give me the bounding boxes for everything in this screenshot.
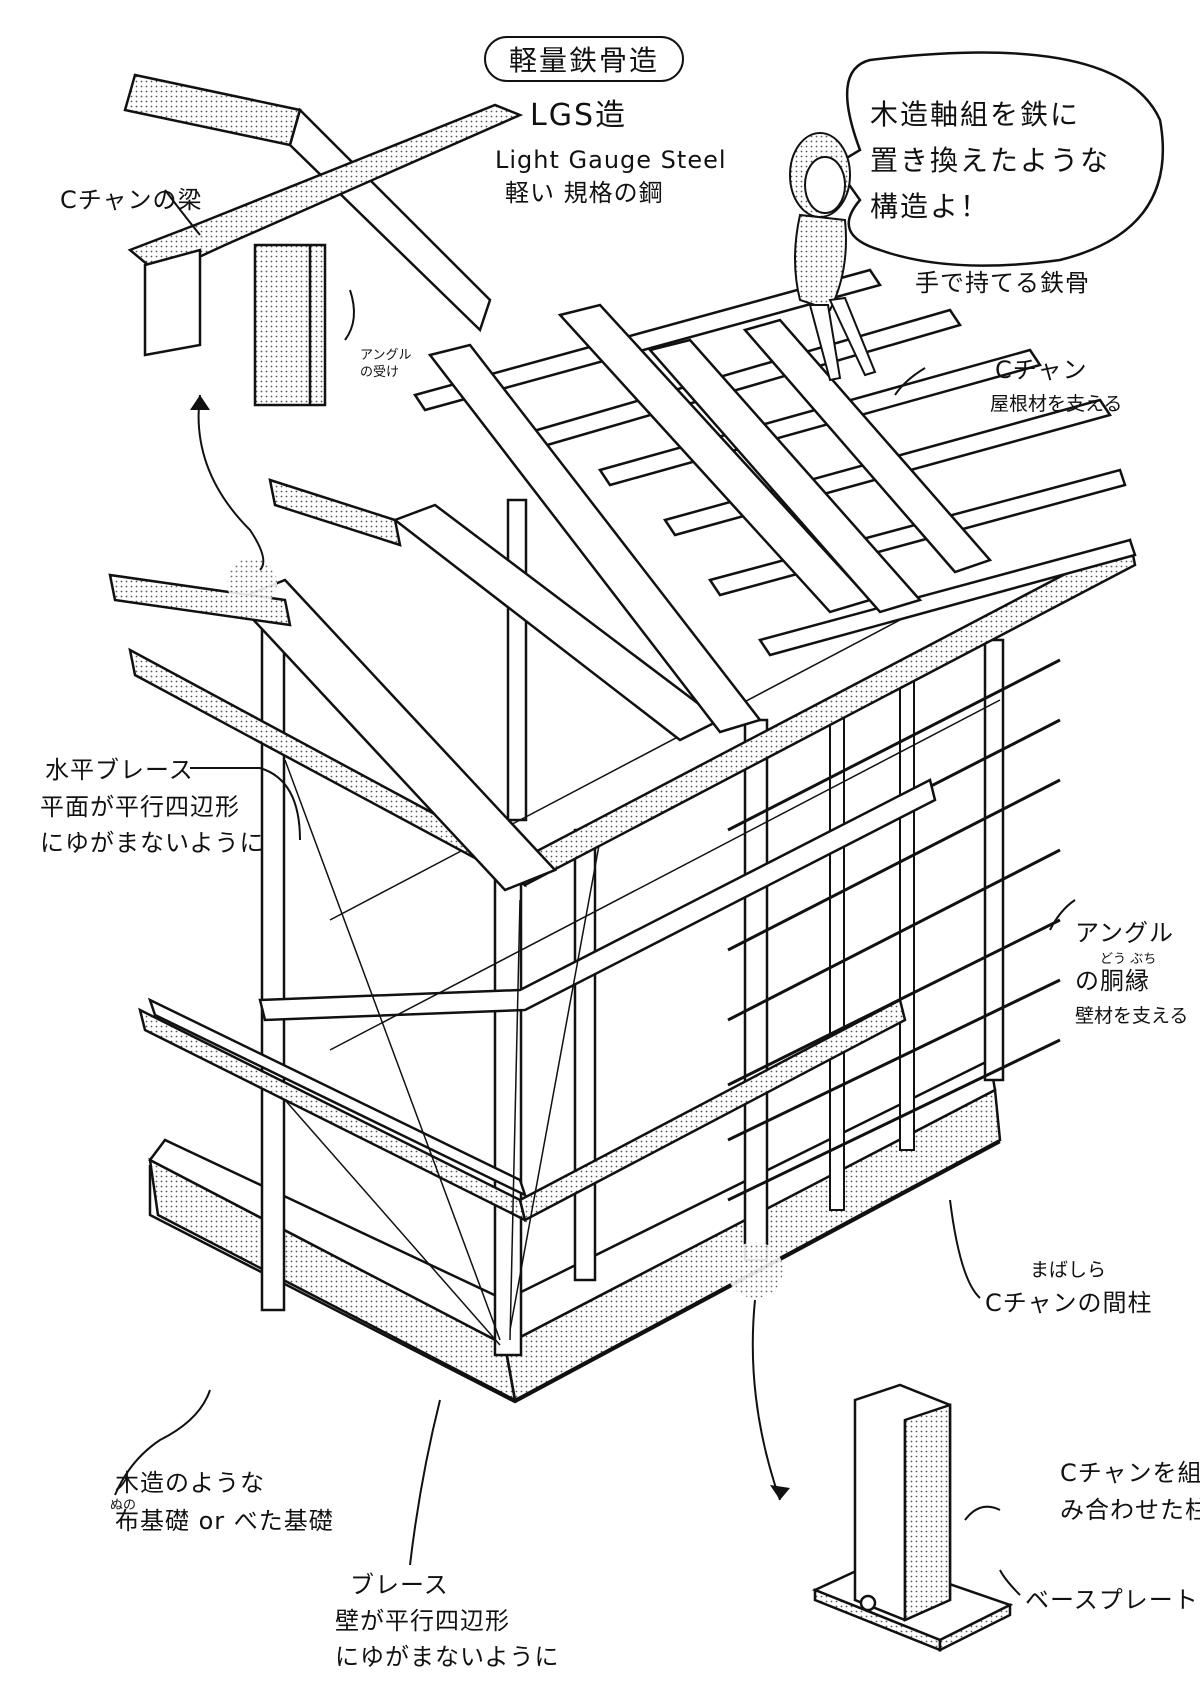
label-foundation-2: 布基礎 or べた基礎 [115, 1507, 334, 1535]
label-angle-girt: アングル [1075, 919, 1175, 947]
inset-beam-detail [123, 73, 524, 407]
label-horizontal-brace: 水平ブレース [45, 756, 194, 784]
speech-line-1: 木造軸組を鉄に [870, 98, 1081, 131]
label-angle-girt-ruby: どう ぶち [1100, 952, 1157, 967]
detail-markers [227, 558, 783, 1298]
columns [260, 498, 1005, 1357]
subtitle: LGS造 [530, 98, 628, 133]
label-c-channel-roof-note: 屋根材を支える [990, 393, 1123, 415]
label-angle-girt-note: 壁材を支える [1075, 1005, 1189, 1027]
label-foundation-ruby: ぬの [110, 1498, 137, 1513]
label-horizontal-brace-note-1: 平面が平行四辺形 [40, 793, 240, 821]
label-c-channel-beam: Cチャンの梁 [60, 186, 203, 214]
label-brace-note-2: にゆがまないように [335, 1643, 560, 1671]
speech-bubble-text: 木造軸組を鉄に 置き換えたような 構造よ！ [870, 92, 1110, 230]
label-c-channel-roof: Cチャン [995, 356, 1088, 384]
arrow-heads [190, 395, 790, 1500]
label-column-combo-1: Cチャンを組 [1060, 1459, 1200, 1487]
label-horizontal-brace-note-2: にゆがまないように [40, 829, 265, 857]
label-base-plate: ベースプレート [1025, 1586, 1199, 1614]
page-title: 軽量鉄骨造 [484, 36, 684, 82]
base-plate-detail [811, 1383, 1014, 1653]
label-brace-note-1: 壁が平行四辺形 [335, 1607, 510, 1635]
label-angle-receiver: アングルの受け [360, 348, 412, 380]
hand-note: 手で持てる鉄骨 [915, 269, 1090, 297]
label-stud-ruby: まばしら [1030, 1259, 1107, 1281]
subtitle-expansion-en: Light Gauge Steel [495, 146, 727, 174]
leader-lines [114, 189, 1076, 1596]
label-column-combo-2: み合わせた柱 [1060, 1496, 1200, 1524]
label-stud: Cチャンの間柱 [985, 1289, 1153, 1317]
subtitle-expansion-jp: 軽い 規格の鋼 [505, 179, 664, 207]
speech-line-3: 構造よ！ [870, 190, 991, 223]
rafters [108, 478, 723, 892]
label-brace: ブレース [350, 1571, 449, 1599]
mid-beams [138, 778, 937, 1223]
speech-line-2: 置き換えたような [870, 144, 1111, 177]
label-foundation-1: 木造のような [115, 1469, 265, 1497]
braces [284, 619, 1001, 1346]
roof-rafters [427, 303, 993, 734]
label-angle-girt-name: の胴縁 [1075, 967, 1150, 995]
character-figure [789, 132, 877, 382]
